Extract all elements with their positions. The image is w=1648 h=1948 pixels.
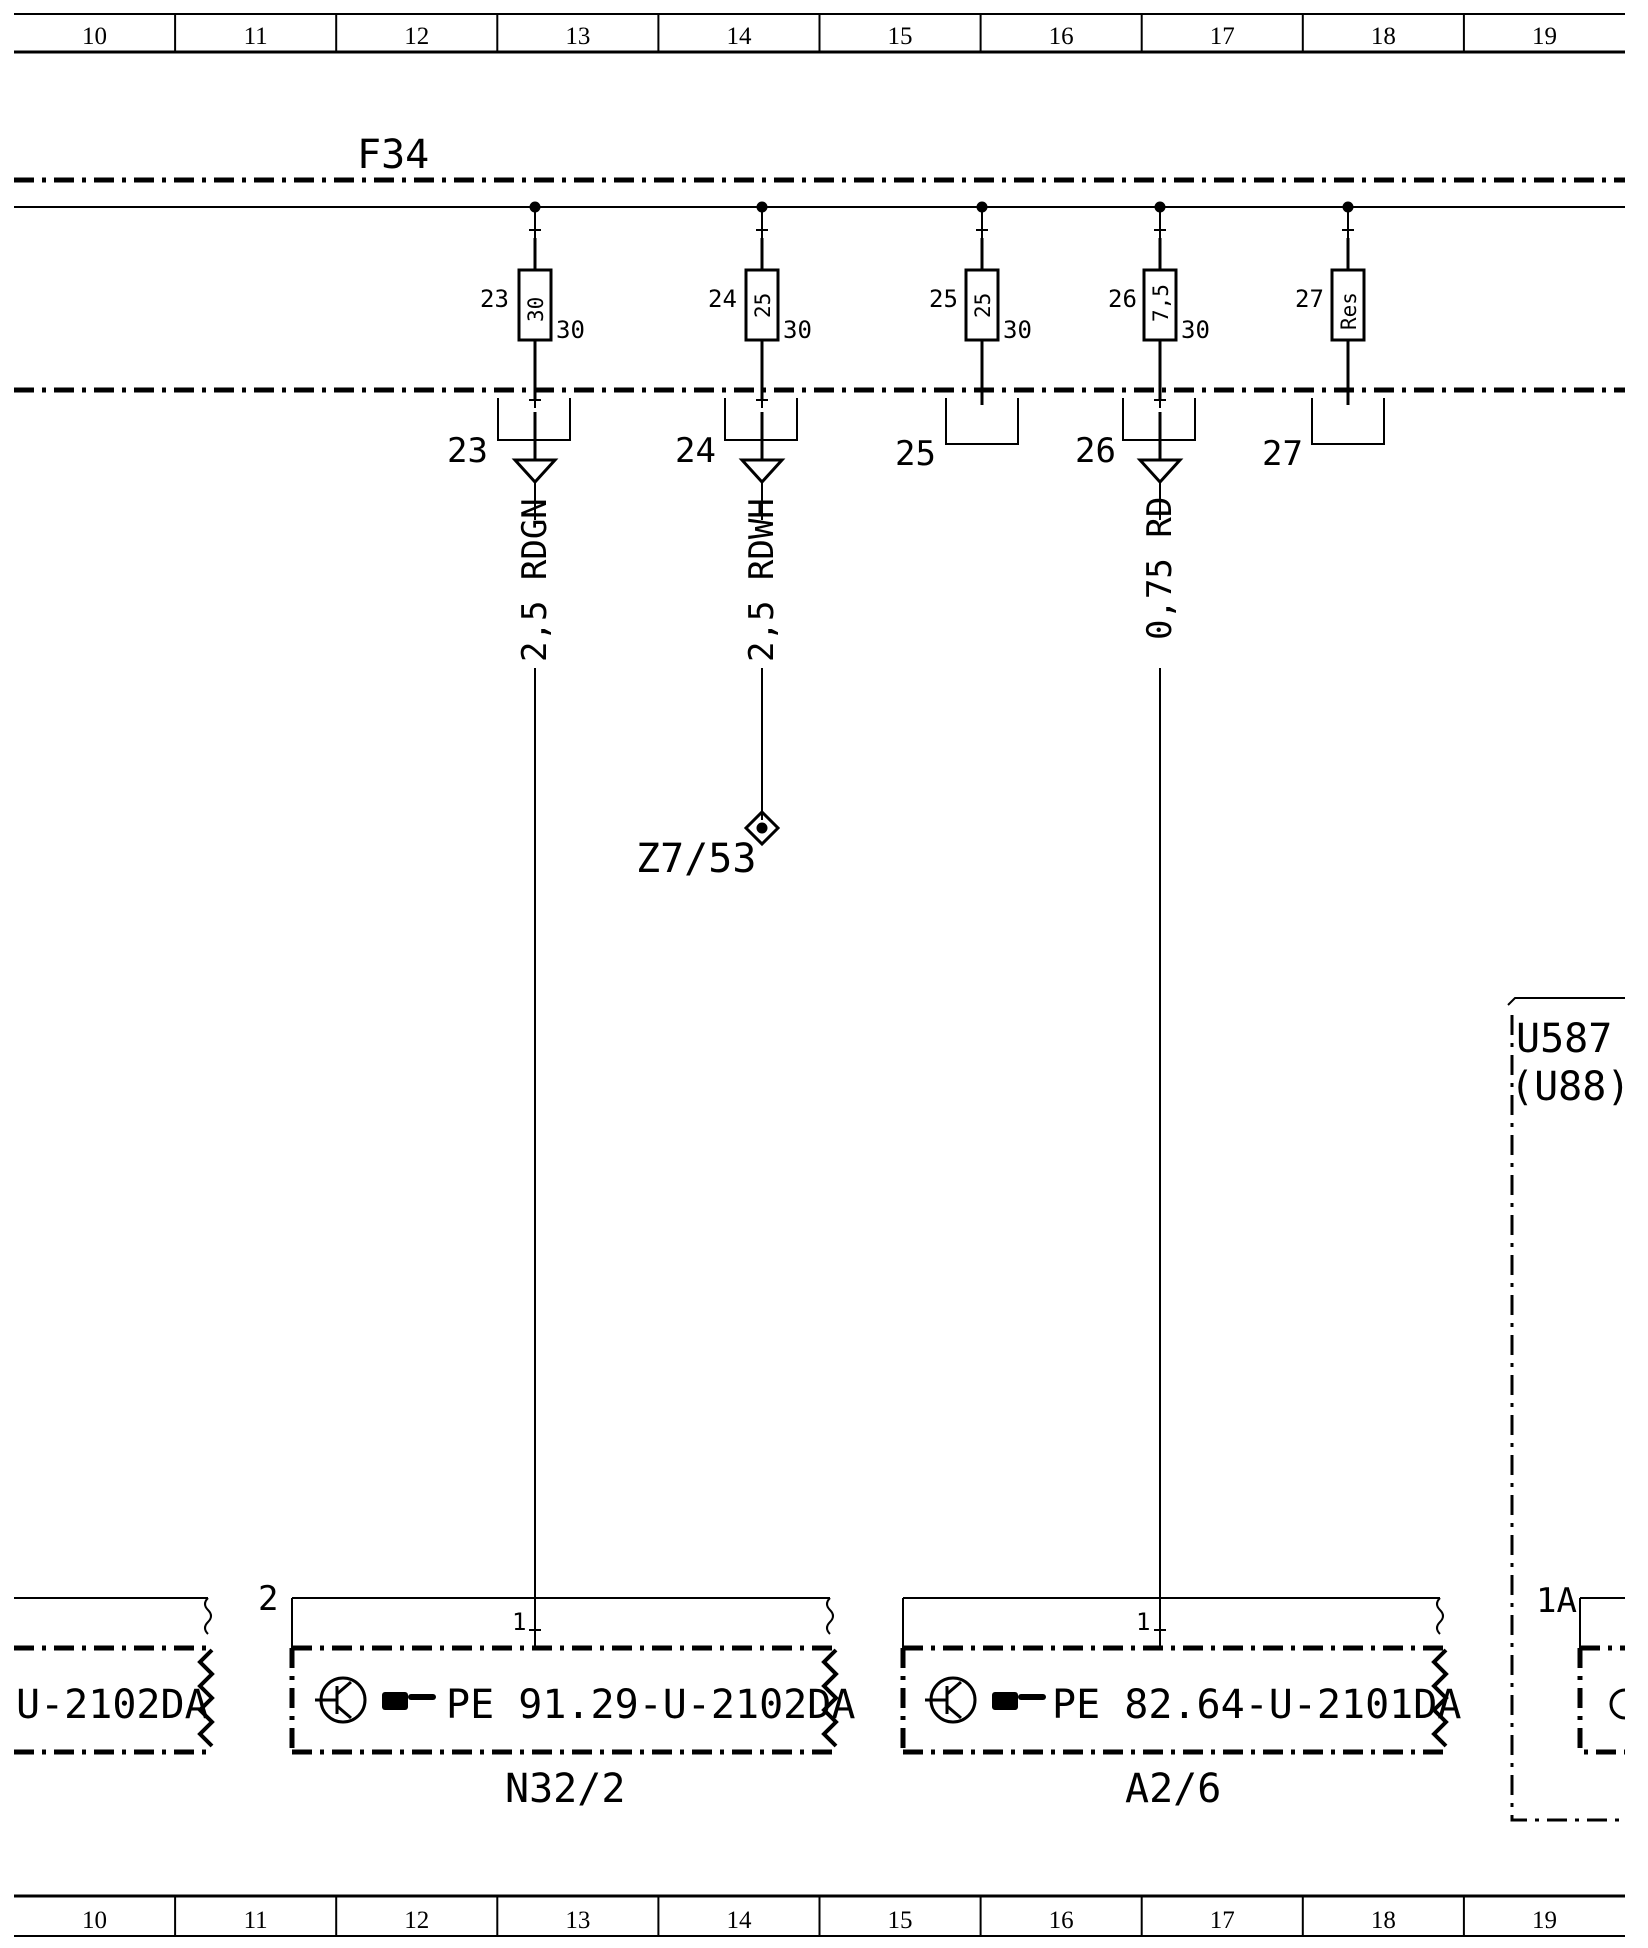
grid-label-bottom: 14 — [726, 1907, 752, 1934]
fuse-23-wire-number: 23 — [447, 431, 488, 471]
fuse-25 — [945, 201, 1019, 445]
connector-23-arrow — [511, 412, 559, 485]
component-n32-2-ref: PE 91.29-U-2102DA — [446, 1682, 855, 1728]
fuse-23-terminal: 30 — [556, 316, 585, 344]
wire-rd-spec: 0,75 RD — [1140, 497, 1180, 640]
component-partial-left — [14, 1597, 215, 1755]
fuse-24-number: 24 — [708, 285, 737, 313]
grid-label-top: 16 — [1049, 23, 1074, 50]
busbar-f34 — [14, 177, 1625, 393]
module-variant: (U88) — [1510, 1064, 1630, 1110]
fuse-26-wire-number: 26 — [1075, 431, 1116, 471]
module-pin: 1A — [1536, 1581, 1577, 1621]
ground-point-icon — [743, 809, 781, 847]
connector-26-arrow — [1136, 412, 1184, 485]
grid-label-bottom: 11 — [244, 1907, 268, 1934]
fuse-26-rating: 7,5 — [1149, 284, 1173, 322]
fuse-26-terminal: 30 — [1181, 316, 1210, 344]
pointing-hand-icon — [382, 1692, 436, 1710]
fuse-24-terminal: 30 — [783, 316, 812, 344]
fuse-24-rating: 25 — [751, 293, 775, 318]
wire-rdgn-spec: 2,5 RDGN — [515, 498, 555, 662]
component-a2-6-pin: 1 — [1136, 1608, 1150, 1636]
fuse-24 — [724, 201, 798, 441]
ground-ref-label: Z7/53 — [636, 836, 756, 882]
fuse-24-wire-number: 24 — [675, 431, 716, 471]
fuse-23-rating: 30 — [524, 297, 548, 322]
component-n32-2-index: 2 — [258, 1579, 278, 1619]
grid-label-bottom: 12 — [404, 1907, 429, 1934]
grid-label-top: 12 — [404, 23, 429, 50]
fuse-23 — [497, 201, 571, 441]
grid-ruler-bottom: 10 11 12 13 14 15 16 17 18 19 — [14, 1894, 1625, 1937]
component-n32-2-name: N32/2 — [505, 1766, 625, 1812]
module-u587 — [1507, 997, 1626, 1822]
grid-label-bottom: 13 — [565, 1907, 590, 1934]
grid-label-bottom: 18 — [1371, 1907, 1396, 1934]
fuse-25-wire-number: 25 — [895, 434, 936, 474]
pointing-hand-icon — [992, 1692, 1046, 1710]
component-a2-6-ref: PE 82.64-U-2101DA — [1052, 1682, 1461, 1728]
left-component-ref: U-2102DA — [16, 1682, 209, 1728]
fuse-25-number: 25 — [929, 285, 958, 313]
fuse-27-wire-number: 27 — [1262, 434, 1303, 474]
fuse-25-rating: 25 — [971, 293, 995, 318]
grid-label-top: 19 — [1532, 23, 1557, 50]
wire-rdwh-spec: 2,5 RDWH — [742, 498, 782, 662]
fuse-27 — [1311, 201, 1385, 445]
transistor-icon — [925, 1676, 977, 1724]
grid-label-bottom: 19 — [1532, 1907, 1557, 1934]
grid-label-top: 10 — [82, 23, 107, 50]
fuse-27-number: 27 — [1295, 285, 1324, 313]
grid-label-top: 13 — [565, 23, 590, 50]
grid-ruler-top: 10 11 12 13 14 15 16 17 18 19 — [14, 13, 1625, 54]
transistor-icon — [315, 1676, 367, 1724]
fuse-25-terminal: 30 — [1003, 316, 1032, 344]
grid-label-top: 18 — [1371, 23, 1396, 50]
grid-label-bottom: 17 — [1210, 1907, 1235, 1934]
connector-24-arrow — [738, 412, 786, 485]
fuse-26-number: 26 — [1108, 285, 1137, 313]
component-n32-2-pin: 1 — [512, 1608, 526, 1636]
component-n32-2 — [289, 1597, 839, 1755]
grid-label-top: 15 — [888, 23, 913, 50]
grid-label-bottom: 16 — [1049, 1907, 1074, 1934]
component-a2-6 — [900, 1597, 1449, 1755]
component-a2-6-name: A2/6 — [1125, 1766, 1221, 1812]
busbar-label: F34 — [357, 132, 429, 178]
grid-label-bottom: 15 — [888, 1907, 913, 1934]
module-name: U587 — [1516, 1016, 1612, 1062]
grid-label-top: 17 — [1210, 23, 1235, 50]
grid-label-top: 14 — [726, 23, 752, 50]
fuse-27-rating: Res — [1337, 292, 1361, 330]
fuse-23-number: 23 — [480, 285, 509, 313]
grid-label-top: 11 — [244, 23, 268, 50]
grid-label-bottom: 10 — [82, 1907, 107, 1934]
